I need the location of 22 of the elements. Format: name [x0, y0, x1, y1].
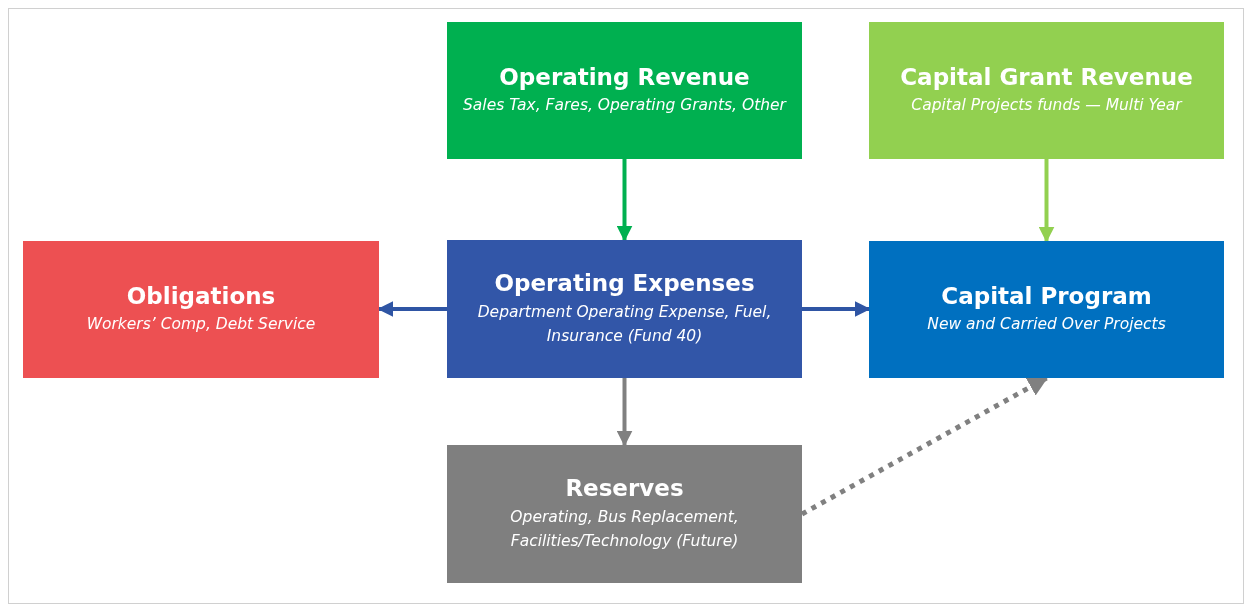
revenue-box: [869, 22, 1224, 159]
arrow: [616, 378, 633, 447]
arrow: [1038, 159, 1055, 243]
box-description: Department Operating Expense, Fuel, Insurance (Fund 40): [476, 301, 773, 348]
box-title: Reserves: [565, 473, 684, 503]
box-title: Operating Revenue: [499, 62, 750, 92]
box-title: Obligations: [126, 281, 276, 311]
box-description: Workers’ Comp, Debt Service: [86, 314, 316, 336]
arrow: [802, 301, 871, 317]
box-description: Operating, Bus Replacement, Facilities/Technology (Future): [509, 506, 740, 553]
arrow: [616, 159, 633, 242]
box-title: Operating Expenses: [494, 268, 755, 298]
box-description: Sales Tax, Fares, Operating Grants, Other: [463, 95, 786, 117]
box-description: New and Carried Over Projects: [927, 314, 1166, 336]
reserves-box: [447, 445, 802, 583]
box-title: Capital Grant Revenue: [900, 62, 1193, 92]
expenses-box: [447, 240, 802, 378]
box-title: Capital Program: [941, 281, 1152, 311]
obligations-box: [23, 241, 379, 378]
program-box: [869, 241, 1224, 378]
revenue-box: [447, 22, 802, 159]
box-description: Capital Projects funds — Multi Year: [911, 95, 1182, 117]
